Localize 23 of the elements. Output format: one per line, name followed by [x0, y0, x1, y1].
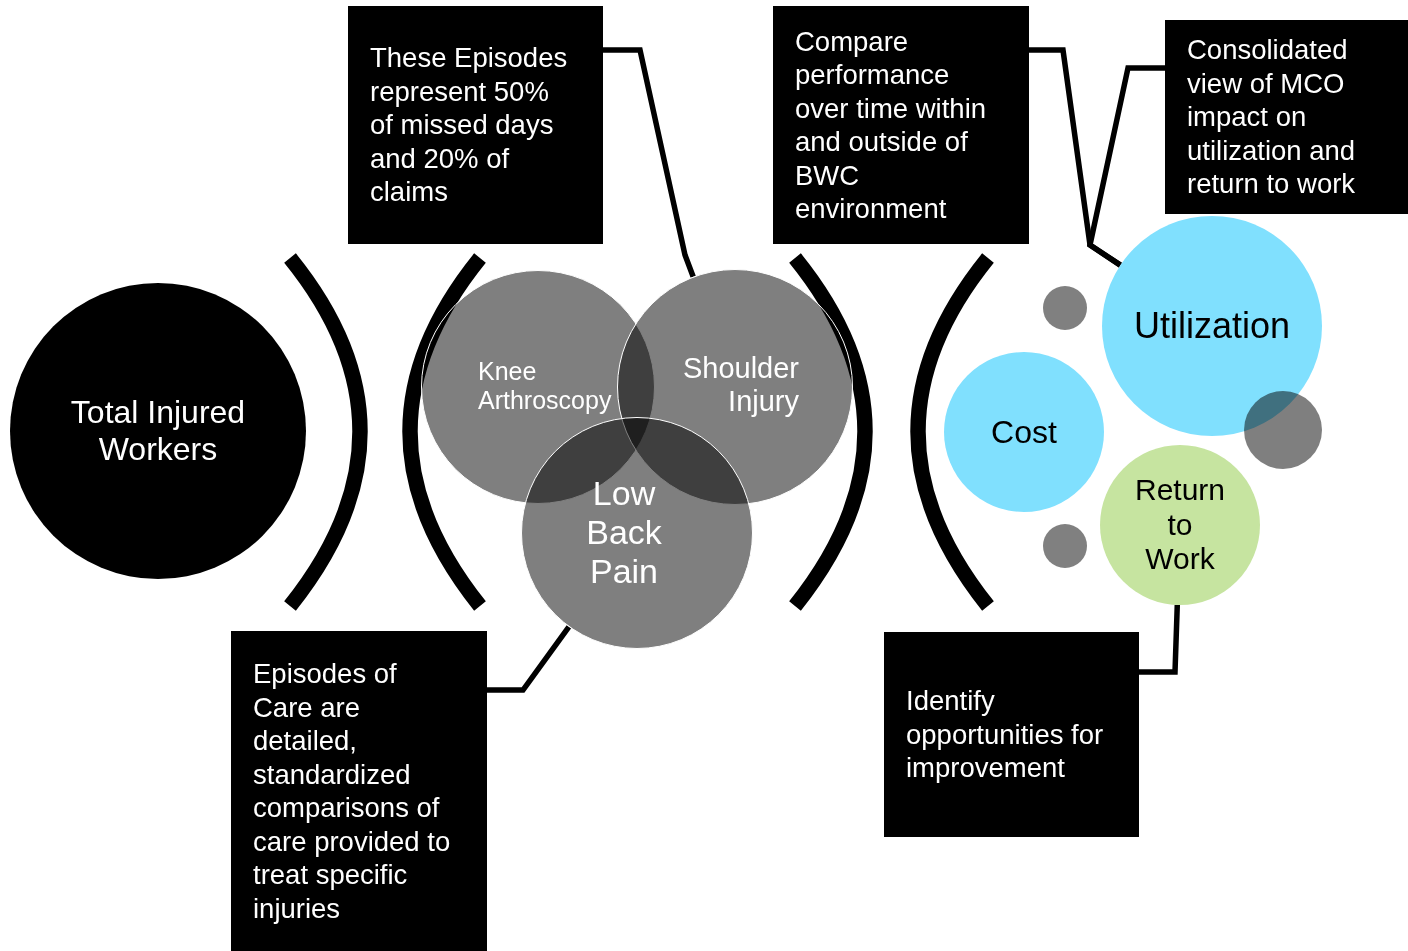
circle-label: Utilization — [1132, 305, 1292, 347]
callout-text: Compare performance over time within and outside of BWC environment — [795, 24, 988, 226]
leader-line — [1086, 65, 1165, 268]
circle-label: Cost — [990, 413, 1058, 451]
circle-label: Low Back Pain — [585, 474, 663, 592]
circle-label: Knee Arthroscopy — [478, 357, 613, 415]
callout-box — [1165, 20, 1408, 214]
leader-line — [603, 47, 696, 278]
leader-line — [487, 625, 572, 693]
callout-box — [348, 6, 603, 244]
circle-label: Return to Work — [1133, 473, 1226, 577]
circle — [1043, 286, 1087, 330]
callout-text: Identify opportunities for improvement — [906, 684, 1105, 785]
callout-box — [884, 632, 1139, 837]
leader-line — [1139, 604, 1181, 675]
callout-text: Episodes of Care are detailed, standardized comparisons of care provided to treat specific injuries — [253, 657, 452, 925]
callout-box — [231, 631, 487, 951]
circle-label: Total Injured Workers — [69, 394, 247, 468]
callout-text: Consolidated view of MCO impact on utilization and return to work — [1187, 33, 1357, 201]
circle — [1043, 524, 1087, 568]
circle-label: Shoulder Injury — [681, 352, 799, 419]
callout-box — [773, 6, 1029, 244]
callout-text: These Episodes represent 50% of missed days and 20% of claims — [370, 41, 569, 209]
